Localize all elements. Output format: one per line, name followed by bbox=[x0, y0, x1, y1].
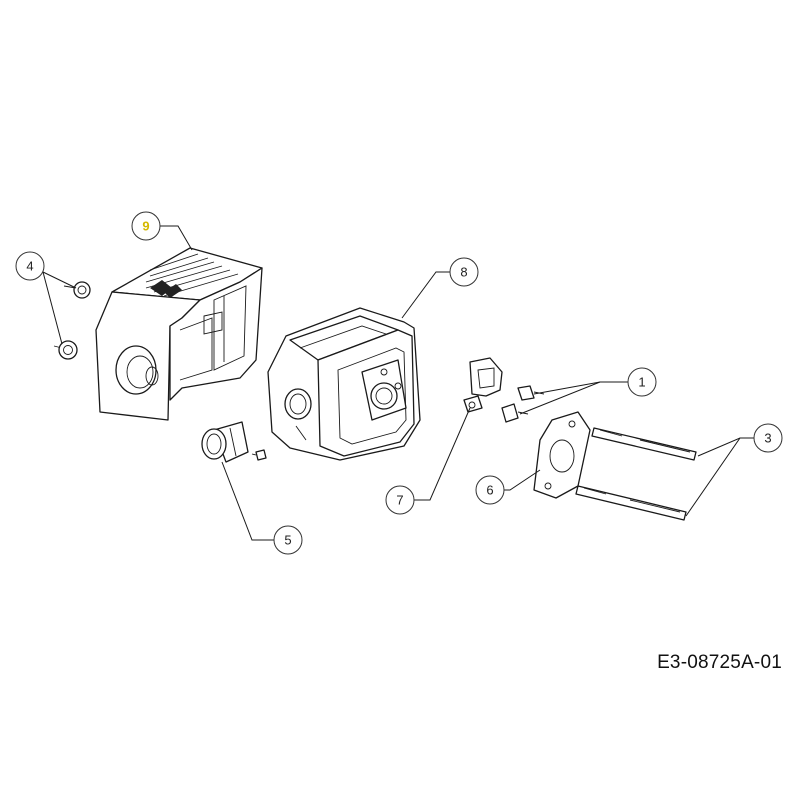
gasket-part bbox=[533, 411, 591, 499]
bracket-part bbox=[463, 357, 503, 413]
stud-part-lower bbox=[575, 485, 687, 521]
callout-3-label: 3 bbox=[764, 431, 771, 446]
nut-part-upper bbox=[63, 281, 91, 299]
heat-shield-part bbox=[95, 247, 263, 421]
callout-7: 7 bbox=[385, 485, 415, 515]
callout-1: 1 bbox=[627, 367, 657, 397]
callout-7-label: 7 bbox=[396, 493, 403, 508]
callout-9: 9 bbox=[131, 211, 161, 241]
spark-arrester-part bbox=[201, 421, 249, 463]
stud-part-upper bbox=[591, 427, 697, 461]
callout-5-label: 5 bbox=[284, 533, 291, 548]
callout-6-label: 6 bbox=[486, 483, 493, 498]
muffler-part bbox=[267, 307, 421, 461]
callout-5: 5 bbox=[273, 525, 303, 555]
callout-8: 8 bbox=[449, 257, 479, 287]
screw-part-small bbox=[251, 449, 267, 461]
callout-4: 4 bbox=[15, 251, 45, 281]
document-code: E3-08725A-01 bbox=[657, 652, 782, 673]
callout-8-label: 8 bbox=[460, 265, 467, 280]
bolt-part-lower bbox=[501, 403, 529, 423]
callout-4-label: 4 bbox=[26, 259, 33, 274]
nut-part-lower bbox=[53, 340, 78, 360]
callout-1-label: 1 bbox=[638, 375, 645, 390]
callout-9-label: 9 bbox=[142, 219, 149, 234]
callout-3: 3 bbox=[753, 423, 783, 453]
callout-6: 6 bbox=[475, 475, 505, 505]
